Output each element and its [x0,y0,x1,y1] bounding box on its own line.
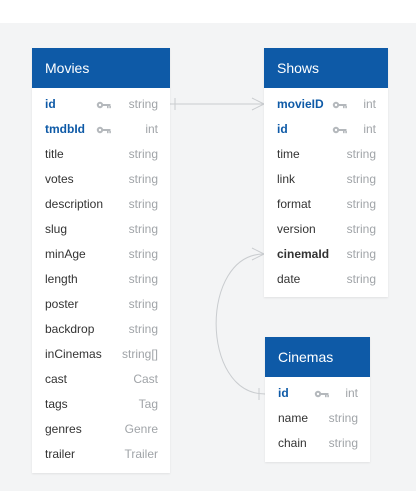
table-title[interactable]: Movies [32,48,170,88]
field-row[interactable]: tags Tag [32,392,170,417]
field-name: poster [45,297,79,311]
field-row[interactable]: inCinemas string[] [32,342,170,367]
field-type: string [346,197,376,211]
field-name: minAge [45,247,86,261]
field-type: string [346,272,376,286]
field-type: string [128,197,158,211]
field-row[interactable]: backdrop string [32,317,170,342]
key-icon [96,126,111,134]
key-icon [332,101,347,109]
field-name: slug [45,222,68,236]
field-row[interactable]: movieID int [264,92,388,117]
key-icon [96,101,111,109]
field-type: string [328,411,358,425]
field-row[interactable]: tmdbId int [32,117,170,142]
field-name: genres [45,422,82,436]
field-row[interactable]: time string [264,142,388,167]
field-type: string [128,222,158,236]
field-name: backdrop [45,322,95,336]
field-type: string [346,222,376,236]
field-row[interactable]: id int [264,117,388,142]
field-row[interactable]: id string [32,92,170,117]
field-row[interactable]: name string [265,406,370,431]
field-type: Tag [138,397,158,411]
field-type: string [128,97,158,111]
field-name: format [277,197,312,211]
field-type: string [128,247,158,261]
field-name: name [278,411,309,425]
field-name: title [45,147,64,161]
field-type: string [128,272,158,286]
key-icon [332,126,347,134]
field-type: string [128,322,158,336]
field-row[interactable]: trailer Trailer [32,442,170,467]
field-row[interactable]: genres Genre [32,417,170,442]
field-name: chain [278,436,307,450]
field-row[interactable]: link string [264,167,388,192]
field-name: length [45,272,78,286]
field-row[interactable]: description string [32,192,170,217]
field-type: string[] [121,347,158,361]
table-title[interactable]: Cinemas [265,337,370,377]
field-type: string [128,297,158,311]
field-name: inCinemas [45,347,102,361]
field-type: int [363,122,376,136]
field-type: string [128,172,158,186]
field-row[interactable]: chain string [265,431,370,456]
field-row[interactable]: cast Cast [32,367,170,392]
field-type: Trailer [124,447,158,461]
field-name: time [277,147,300,161]
field-type: int [145,122,158,136]
field-row[interactable]: length string [32,267,170,292]
field-type: Cast [133,372,158,386]
field-name: votes [45,172,74,186]
field-name: link [277,172,296,186]
relation-shows-cinemas [215,247,266,400]
field-name: description [45,197,104,211]
field-name: trailer [45,447,76,461]
field-type: string [346,147,376,161]
field-type: int [345,386,358,400]
field-type: int [363,97,376,111]
field-name: cast [45,372,68,386]
relation-movies-shows [170,97,265,111]
field-row[interactable]: format string [264,192,388,217]
field-type: Genre [124,422,158,436]
field-type: string [328,436,358,450]
field-name: version [277,222,316,236]
table-shows[interactable]: Shows movieID int id int time string link strin… [264,48,388,297]
field-row[interactable]: slug string [32,217,170,242]
field-name: id [277,122,288,136]
table-cinemas[interactable]: Cinemas id int name string chain string [265,337,370,462]
key-icon [314,390,329,398]
field-row[interactable]: poster string [32,292,170,317]
field-row[interactable]: id int [265,381,370,406]
field-name: id [278,386,289,400]
field-row[interactable]: votes string [32,167,170,192]
field-type: string [346,247,376,261]
field-name: tmdbId [45,122,85,136]
table-title[interactable]: Shows [264,48,388,88]
field-row[interactable]: date string [264,267,388,292]
field-row[interactable]: minAge string [32,242,170,267]
field-name: movieID [277,97,324,111]
field-type: string [128,147,158,161]
field-name: date [277,272,301,286]
field-type: string [346,172,376,186]
field-name: id [45,97,56,111]
field-row[interactable]: title string [32,142,170,167]
field-name: tags [45,397,68,411]
field-row[interactable]: version string [264,217,388,242]
field-row[interactable]: cinemaId string [264,242,388,267]
field-name: cinemaId [277,247,330,261]
